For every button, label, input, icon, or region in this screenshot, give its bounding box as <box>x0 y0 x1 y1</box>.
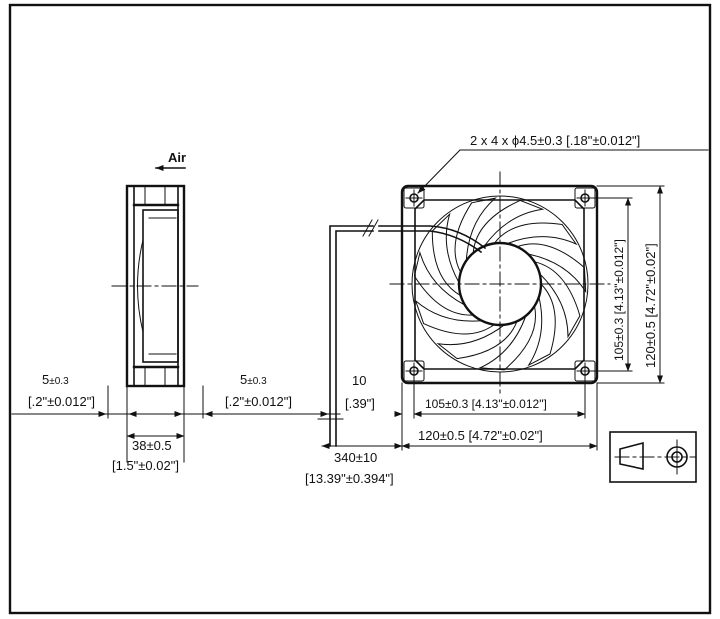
thickness-dimension: 38±0.5 [1.5"±0.02"] <box>112 433 185 473</box>
sheet-border <box>8 3 712 615</box>
mid-gap-dimension: 5±0.3 [.2"±0.012"] <box>169 372 292 417</box>
left-gap-metric: 5±0.3 <box>42 372 69 387</box>
left-gap-dimension: 5±0.3 [.2"±0.012"] <box>28 372 142 417</box>
fan-blade <box>472 199 545 254</box>
mid-gap-inch: [.2"±0.012"] <box>225 394 292 409</box>
fan-blade <box>413 250 475 316</box>
fan-side-body <box>125 184 186 388</box>
fan-blade <box>431 212 462 297</box>
lead-length-metric: 340±10 <box>334 450 377 465</box>
frame-width-vertical-dimension: 120±0.5 [4.72"±0.02"] <box>643 185 663 384</box>
frame-width-horizontal-dimension: 120±0.5 [4.72"±0.02"] <box>401 428 598 449</box>
fan-blade <box>478 305 536 371</box>
strip-length-dimension: 10 [.39"] <box>314 373 403 417</box>
frame-width-horizontal-label: 120±0.5 [4.72"±0.02"] <box>418 428 543 443</box>
frame-width-vertical-label: 120±0.5 [4.72"±0.02"] <box>643 243 658 368</box>
lead-length-inch: [13.39"±0.394"] <box>305 471 394 486</box>
air-label: Air <box>168 150 186 165</box>
hole-callout-text: 2 x 4 x ϕ4.5±0.3 [.18"±0.012"] <box>470 133 640 148</box>
front-view <box>389 171 611 395</box>
hole-callout: 2 x 4 x ϕ4.5±0.3 [.18"±0.012"] <box>417 133 709 194</box>
fan-blade <box>515 243 587 294</box>
strip-metric: 10 <box>352 373 366 388</box>
thickness-inch: [1.5"±0.02"] <box>112 458 179 473</box>
fan-blade <box>527 282 556 367</box>
first-angle-projection-icon <box>609 431 697 483</box>
thickness-metric: 38±0.5 <box>132 438 172 453</box>
hole-pitch-horizontal-dimension: 105±0.3 [4.13"±0.012"] <box>413 397 586 417</box>
fan-blade <box>533 261 581 339</box>
fan-blade <box>493 222 578 246</box>
mid-gap-metric: 5±0.3 <box>240 372 267 387</box>
hole-pitch-vertical-label: 105±0.3 [4.13"±0.012"] <box>612 239 626 361</box>
fan-blade <box>454 197 498 274</box>
hole-pitch-horizontal-label: 105±0.3 [4.13"±0.012"] <box>425 397 547 411</box>
hole-pitch-vertical-dimension: 105±0.3 [4.13"±0.012"] <box>612 197 631 372</box>
fan-blade <box>414 299 496 335</box>
left-gap-inch: [.2"±0.012"] <box>28 394 95 409</box>
fan-blade <box>436 320 518 360</box>
lead-length-dimension: 340±10 [13.39"±0.394"] <box>305 443 403 486</box>
strip-inch: [.39"] <box>345 396 375 411</box>
side-view: Air <box>107 150 204 463</box>
fan-blades <box>413 197 587 371</box>
